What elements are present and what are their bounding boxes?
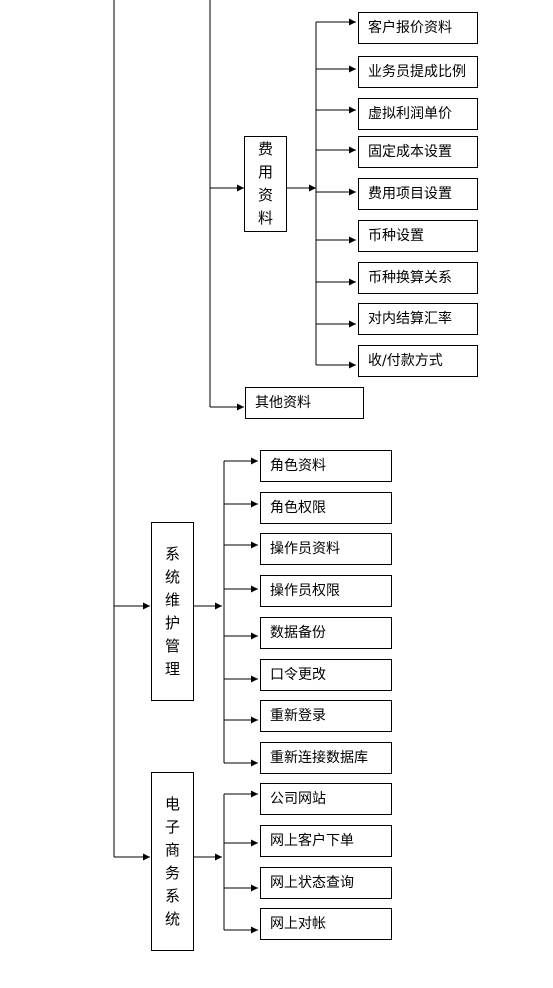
ecommerce-system-char: 子: [164, 817, 180, 836]
system-maintenance-char: 护: [164, 613, 180, 632]
other-data-node: 其他资料: [245, 387, 364, 419]
ecommerce-system-node: 电 子 商 务 系 统: [151, 772, 194, 951]
fee-data-char: 资: [257, 186, 273, 204]
sys-item-operator-data: 操作员资料: [260, 533, 392, 565]
sys-item-data-backup: 数据备份: [260, 617, 392, 649]
ecommerce-system-char: 务: [164, 863, 180, 882]
ecommerce-system-char: 电: [164, 794, 180, 813]
ecommerce-system-char: 系: [164, 886, 180, 905]
fee-item-currency-conversion: 币种换算关系: [358, 262, 478, 294]
fee-data-char: 费: [257, 140, 273, 158]
system-maintenance-char: 理: [164, 659, 180, 678]
sys-item-operator-permission: 操作员权限: [260, 575, 392, 607]
fee-data-char: 料: [257, 209, 273, 227]
system-maintenance-node: 系 统 维 护 管 理: [151, 522, 194, 701]
system-maintenance-char: 维: [164, 590, 180, 609]
sys-item-reconnect-db: 重新连接数据库: [260, 742, 392, 774]
system-maintenance-char: 统: [164, 567, 180, 586]
sys-item-role-permission: 角色权限: [260, 492, 392, 524]
sys-item-password-change: 口令更改: [260, 659, 392, 691]
fee-data-node: 费 用 资 料: [244, 136, 287, 232]
fee-item-customer-quote: 客户报价资料: [358, 12, 478, 44]
sys-item-relogin: 重新登录: [260, 700, 392, 732]
sys-item-role-data: 角色资料: [260, 450, 392, 482]
fee-item-currency-setup: 币种设置: [358, 220, 478, 252]
ec-item-online-status: 网上状态查询: [260, 867, 392, 899]
ec-item-online-reconcile: 网上对帐: [260, 908, 392, 940]
ec-item-online-order: 网上客户下单: [260, 825, 392, 857]
fee-item-expense-items: 费用项目设置: [358, 178, 478, 210]
ecommerce-system-char: 商: [164, 840, 180, 859]
system-maintenance-char: 系: [164, 544, 180, 563]
fee-data-char: 用: [257, 163, 273, 181]
fee-item-internal-rate: 对内结算汇率: [358, 303, 478, 335]
ec-item-company-website: 公司网站: [260, 783, 392, 815]
fee-item-payment-method: 收/付款方式: [358, 345, 478, 377]
fee-item-salesman-commission: 业务员提成比例: [358, 56, 478, 88]
fee-item-virtual-profit: 虚拟利润单价: [358, 98, 478, 130]
ecommerce-system-char: 统: [164, 909, 180, 928]
system-maintenance-char: 管: [164, 636, 180, 655]
fee-item-fixed-cost: 固定成本设置: [358, 136, 478, 168]
